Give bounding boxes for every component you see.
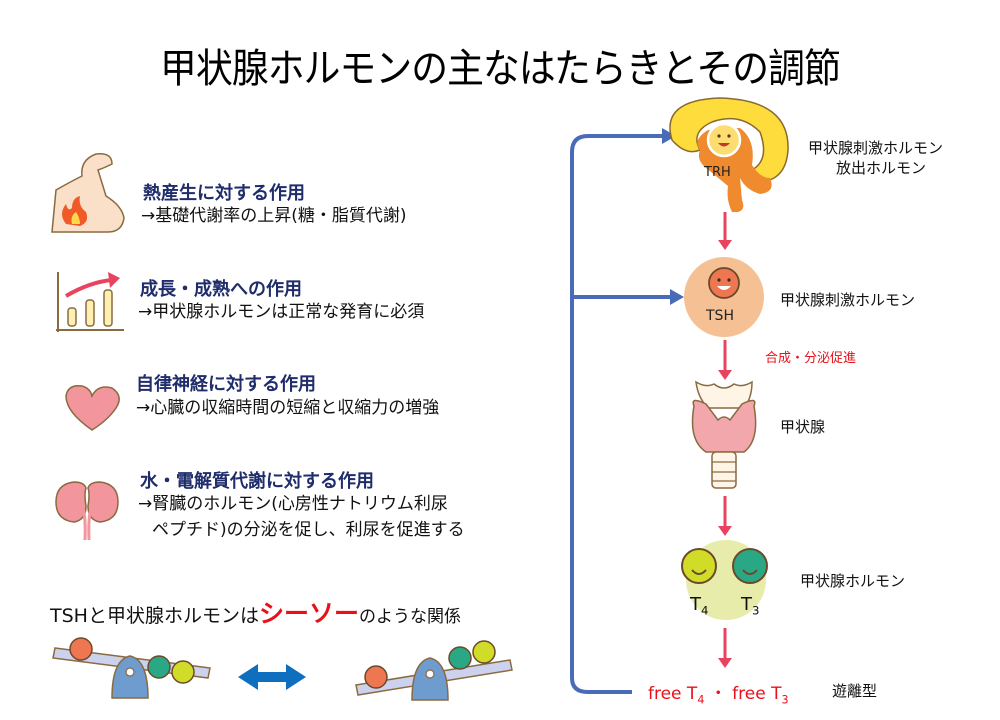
- feedback-arrow-tsh: [670, 289, 684, 305]
- tsh-action-label: 合成・分泌促進: [765, 351, 857, 366]
- page-title: 甲状腺ホルモンの主なはたらきとその調節: [160, 46, 841, 92]
- flexed-arm-fire-icon: [51, 152, 125, 233]
- effect-heading-autonomic: 自律神経に対する作用: [136, 374, 316, 395]
- effect-desc-autonomic: →心臓の収縮時間の短縮と収縮力の増強: [136, 398, 440, 418]
- seesaw-right-icon: [355, 640, 513, 701]
- double-arrow-icon: [238, 664, 306, 690]
- bone-growth-chart-icon: [56, 272, 124, 332]
- effect-desc-electrolyte-1: →腎臓のホルモン(心房性ナトリウム利尿: [138, 494, 448, 514]
- seesaw-caption: TSHと甲状腺ホルモンはシーソーのような関係: [50, 594, 461, 630]
- flow-arrow-1: [718, 212, 732, 250]
- free-form-name: 遊離型: [832, 682, 878, 700]
- effect-desc-electrolyte-2: ペプチド)の分泌を促し、利尿を促進する: [152, 520, 465, 540]
- tsh-label: TSH: [706, 308, 734, 324]
- effect-desc-growth: →甲状腺ホルモンは正常な発育に必須: [138, 302, 425, 322]
- trh-name-line2: 放出ホルモン: [836, 159, 927, 177]
- kidney-icon: [55, 481, 119, 541]
- seesaw-caption-suffix: のような関係: [358, 607, 461, 627]
- tsh-icon: [684, 257, 764, 337]
- flow-arrow-3: [718, 496, 732, 536]
- heart-icon: [65, 384, 120, 431]
- feedback-arrow-trh: [662, 128, 676, 144]
- tsh-name: 甲状腺刺激ホルモン: [780, 291, 916, 309]
- thyroid-gland-icon: [691, 380, 757, 489]
- t3-label: T3: [741, 594, 760, 618]
- feedback-line: [570, 134, 664, 694]
- seesaw-left-icon: [52, 637, 211, 699]
- seesaw-caption-prefix: TSHと甲状腺ホルモンは: [50, 605, 259, 627]
- seesaw-caption-emphasis: シーソー: [258, 599, 359, 628]
- thyroid-hormones-icon: [681, 540, 768, 620]
- t4-label: T4: [690, 594, 709, 618]
- effect-heading-electrolyte: 水・電解質代謝に対する作用: [140, 471, 374, 492]
- hypothalamus-icon: [669, 97, 789, 212]
- free-hormones-label: free T4 ・ free T3: [648, 684, 789, 707]
- effect-desc-heat: →基礎代謝率の上昇(糖・脂質代謝): [141, 206, 407, 226]
- flow-arrow-2: [718, 340, 732, 380]
- effect-heading-growth: 成長・成熟への作用: [140, 279, 302, 300]
- trh-name-line1: 甲状腺刺激ホルモン: [808, 139, 944, 157]
- flow-arrow-4: [718, 628, 732, 668]
- trh-label: TRH: [704, 165, 731, 180]
- effect-heading-heat: 熱産生に対する作用: [143, 183, 305, 204]
- thyroid-name: 甲状腺: [780, 418, 826, 436]
- thyroid-hormone-name: 甲状腺ホルモン: [800, 572, 906, 590]
